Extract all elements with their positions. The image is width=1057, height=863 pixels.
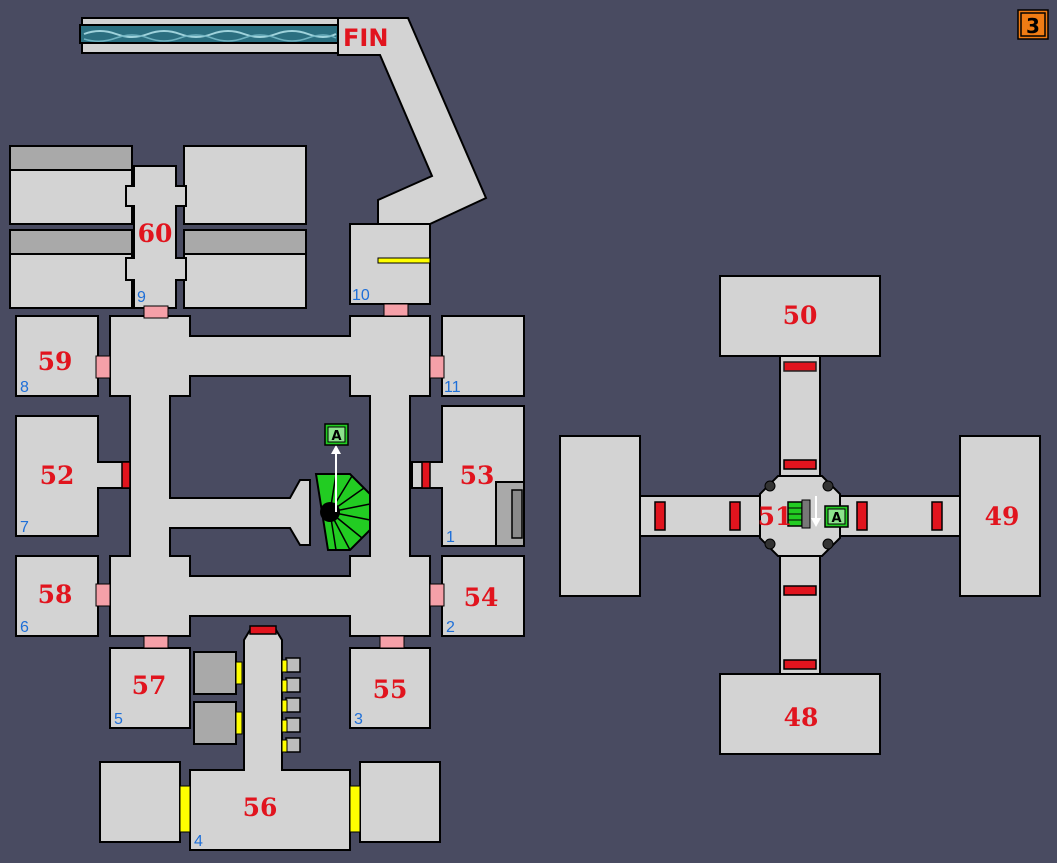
room-11-block <box>441 315 525 397</box>
number-label-10: 10 <box>352 287 370 304</box>
yellow-doors <box>179 659 361 833</box>
level-number: 3 <box>1026 14 1040 38</box>
room-58 <box>15 555 99 637</box>
number-label-11: 11 <box>444 379 461 396</box>
marker-a-label: A <box>331 429 341 444</box>
finish-label: FIN <box>343 24 388 52</box>
number-label-3: 3 <box>354 711 363 728</box>
room-label-54: 54 <box>464 583 499 612</box>
room-label-56: 56 <box>243 793 278 822</box>
room-54 <box>441 555 525 637</box>
room-label-51: 51 <box>758 502 793 531</box>
number-label-8: 8 <box>20 379 29 396</box>
marker-a-left: A <box>324 423 349 446</box>
room-label-48: 48 <box>784 703 819 732</box>
main-complex <box>109 315 431 637</box>
number-label-4: 4 <box>194 833 203 850</box>
finish-corridor: FIN <box>79 17 488 269</box>
number-labels: 1 2 3 4 5 6 7 8 9 10 11 <box>20 287 461 850</box>
room-56 <box>99 629 441 851</box>
room-label-59: 59 <box>38 347 73 376</box>
room-57 <box>109 647 191 729</box>
marker-a-label: A <box>831 511 841 526</box>
number-label-6: 6 <box>20 619 29 636</box>
room-10 <box>349 223 431 305</box>
room-label-49: 49 <box>985 502 1020 531</box>
number-label-1: 1 <box>446 529 455 546</box>
number-label-5: 5 <box>114 711 123 728</box>
room-label-57: 57 <box>132 671 167 700</box>
right-doors <box>654 361 943 670</box>
number-label-2: 2 <box>446 619 455 636</box>
room-label-58: 58 <box>38 580 73 609</box>
right-complex <box>559 275 1041 755</box>
locked-doors <box>121 461 431 635</box>
room-labels: 60 59 52 58 53 54 57 55 56 50 49 51 48 <box>38 219 1020 822</box>
room-label-55: 55 <box>373 675 408 704</box>
room-label-52: 52 <box>40 461 75 490</box>
room-59 <box>15 315 99 397</box>
number-label-7: 7 <box>20 519 29 536</box>
room-label-50: 50 <box>783 301 818 330</box>
level-badge: 3 <box>1017 9 1049 40</box>
room-60 <box>9 145 307 309</box>
open-doors <box>95 303 445 649</box>
room-label-53: 53 <box>460 461 495 490</box>
marker-a-right: A <box>824 505 849 528</box>
yellow-door <box>377 257 431 264</box>
number-label-9: 9 <box>137 289 146 306</box>
room-label-60: 60 <box>138 219 173 248</box>
